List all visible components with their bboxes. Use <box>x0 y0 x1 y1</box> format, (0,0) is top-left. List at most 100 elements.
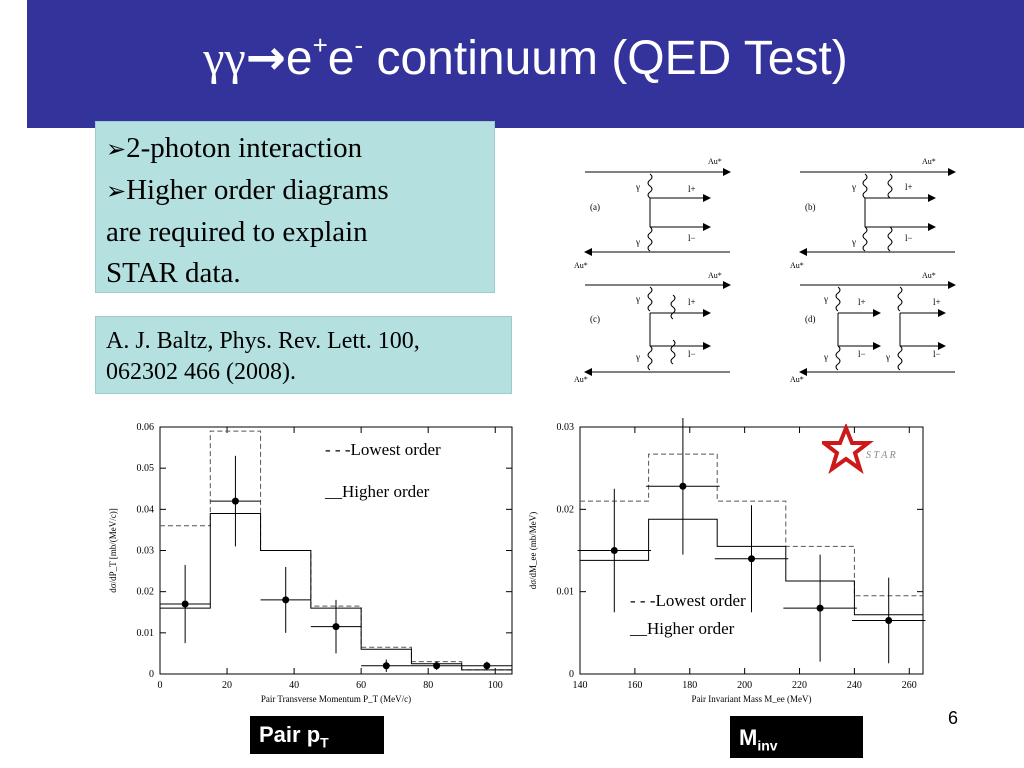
data-point <box>231 497 239 505</box>
bullet-arrow-icon: ➢ <box>106 177 127 205</box>
lepton-minus-label: l− <box>905 233 913 243</box>
bullet-2-text: Higher order diagrams <box>126 174 389 206</box>
x-tick-label: 100 <box>488 680 503 691</box>
data-point <box>679 482 687 490</box>
x-tick-label: 220 <box>792 680 807 691</box>
gamma-label: γ <box>635 294 640 304</box>
y-tick-label: 0.01 <box>137 628 155 639</box>
pt-label-main: Pair p <box>259 722 321 747</box>
y-tick-label: 0.03 <box>557 422 575 433</box>
lepton-minus-label: l− <box>933 349 941 359</box>
y-tick-label: 0.01 <box>557 587 575 598</box>
x-tick-label: 200 <box>737 680 752 691</box>
lepton-minus-label: l− <box>688 233 696 243</box>
data-point <box>610 547 618 554</box>
slide-title: γγ→e+e- continuum (QED Test) <box>27 30 1024 87</box>
star-logo: S T A R <box>822 424 896 474</box>
legend-entry: - - -Lowest order <box>630 591 746 610</box>
title-plus: + <box>312 30 328 60</box>
x-axis-label: Pair Invariant Mass M_ee (MeV) <box>692 694 812 704</box>
lepton-plus-label: l+ <box>905 182 913 192</box>
data-point <box>748 555 755 563</box>
diagram-c: (c) γ γ l+ l− Au* Au* <box>574 271 731 384</box>
legend-entry: __Higher order <box>629 619 735 638</box>
x-tick-label: 140 <box>573 680 588 691</box>
bullet-1: ➢2-photon interaction <box>106 128 486 170</box>
title-arrow: → <box>245 30 286 86</box>
data-point <box>282 596 290 604</box>
lepton-plus-label: l+ <box>858 297 866 307</box>
data-point <box>181 600 189 608</box>
gamma-label: γ <box>823 294 828 304</box>
bullet-2: ➢Higher order diagrams <box>106 170 486 212</box>
au-bottom-label: Au* <box>574 261 588 270</box>
legend-entry: - - -Lowest order <box>325 440 441 459</box>
y-tick-label: 0 <box>149 669 154 680</box>
gamma-label: γ <box>635 352 640 362</box>
bullet-box: ➢2-photon interaction ➢Higher order diag… <box>95 121 495 293</box>
title-rest: continuum (QED Test) <box>363 32 848 85</box>
title-e2: e <box>327 32 355 85</box>
gamma-label: γ <box>885 352 890 362</box>
lepton-minus-label: l− <box>688 349 696 359</box>
data-point <box>332 623 340 631</box>
star-logo-text: S T A R <box>866 450 896 461</box>
au-bottom-label: Au* <box>790 261 804 270</box>
x-tick-label: 180 <box>682 680 697 691</box>
y-tick-label: 0 <box>569 669 574 680</box>
diagram-a: (a) γ γ l+ l− Au* Au* <box>574 157 731 270</box>
bullet-2-line-2: are required to explain <box>106 216 368 248</box>
au-top-label: Au* <box>922 157 936 166</box>
x-tick-label: 20 <box>222 680 232 691</box>
bullet-arrow-icon: ➢ <box>106 135 127 163</box>
y-tick-label: 0.04 <box>137 504 155 515</box>
x-tick-label: 40 <box>289 680 299 691</box>
diagram-label-a: (a) <box>590 202 600 212</box>
x-tick-label: 160 <box>627 680 642 691</box>
x-axis-label: Pair Transverse Momentum P_T (MeV/c) <box>261 694 411 704</box>
y-axis-label: dσ/dM_ee (mb/MeV) <box>528 512 538 590</box>
y-tick-label: 0.06 <box>137 422 155 433</box>
pt-label-sub: T <box>320 734 329 751</box>
y-tick-label: 0.05 <box>137 463 155 474</box>
lepton-plus-label: l+ <box>933 297 941 307</box>
diagram-label-b: (b) <box>805 202 816 212</box>
reference-line-1: A. J. Baltz, Phys. Rev. Lett. 100, <box>106 328 420 354</box>
diagram-label-d: (d) <box>805 314 816 324</box>
x-tick-label: 0 <box>158 680 163 691</box>
gamma-label: γ <box>823 352 828 362</box>
x-tick-label: 260 <box>902 680 917 691</box>
au-top-label: Au* <box>708 271 722 280</box>
y-tick-label: 0.02 <box>557 504 575 515</box>
diagram-d: (d) γ γ γ l+ l− l+ l− Au* Au* <box>790 271 956 384</box>
reference-box: A. J. Baltz, Phys. Rev. Lett. 100, 06230… <box>95 316 512 394</box>
minv-label: Minv <box>730 716 863 758</box>
data-point <box>433 662 441 670</box>
pt-label: Pair pT <box>250 716 384 754</box>
star-icon <box>822 424 874 474</box>
title-gamma: γγ <box>203 32 246 85</box>
title-minus: - <box>354 30 364 60</box>
au-top-label: Au* <box>708 157 722 166</box>
au-bottom-label: Au* <box>574 375 588 384</box>
lepton-plus-label: l+ <box>688 297 696 307</box>
data-point <box>816 604 824 612</box>
lepton-plus-label: l+ <box>688 184 696 194</box>
title-e1: e <box>285 32 313 85</box>
minv-label-sub: inv <box>757 737 778 754</box>
title-bar: γγ→e+e- continuum (QED Test) <box>27 0 1024 128</box>
data-point <box>382 662 390 670</box>
gamma-label: γ <box>635 182 640 192</box>
bullet-1-text: 2-photon interaction <box>126 132 363 164</box>
gamma-label: γ <box>635 237 640 247</box>
diagram-label-c: (c) <box>590 314 600 324</box>
lepton-minus-label: l− <box>858 349 866 359</box>
x-tick-label: 240 <box>847 680 862 691</box>
data-point <box>483 662 491 670</box>
x-tick-label: 60 <box>356 680 366 691</box>
y-tick-label: 0.03 <box>137 546 155 557</box>
data-point <box>885 616 893 624</box>
feynman-diagrams: (a) γ γ l+ l− Au* Au* (b) γ γ l+ l− Au* … <box>574 157 956 384</box>
minv-label-main: M <box>739 725 758 750</box>
